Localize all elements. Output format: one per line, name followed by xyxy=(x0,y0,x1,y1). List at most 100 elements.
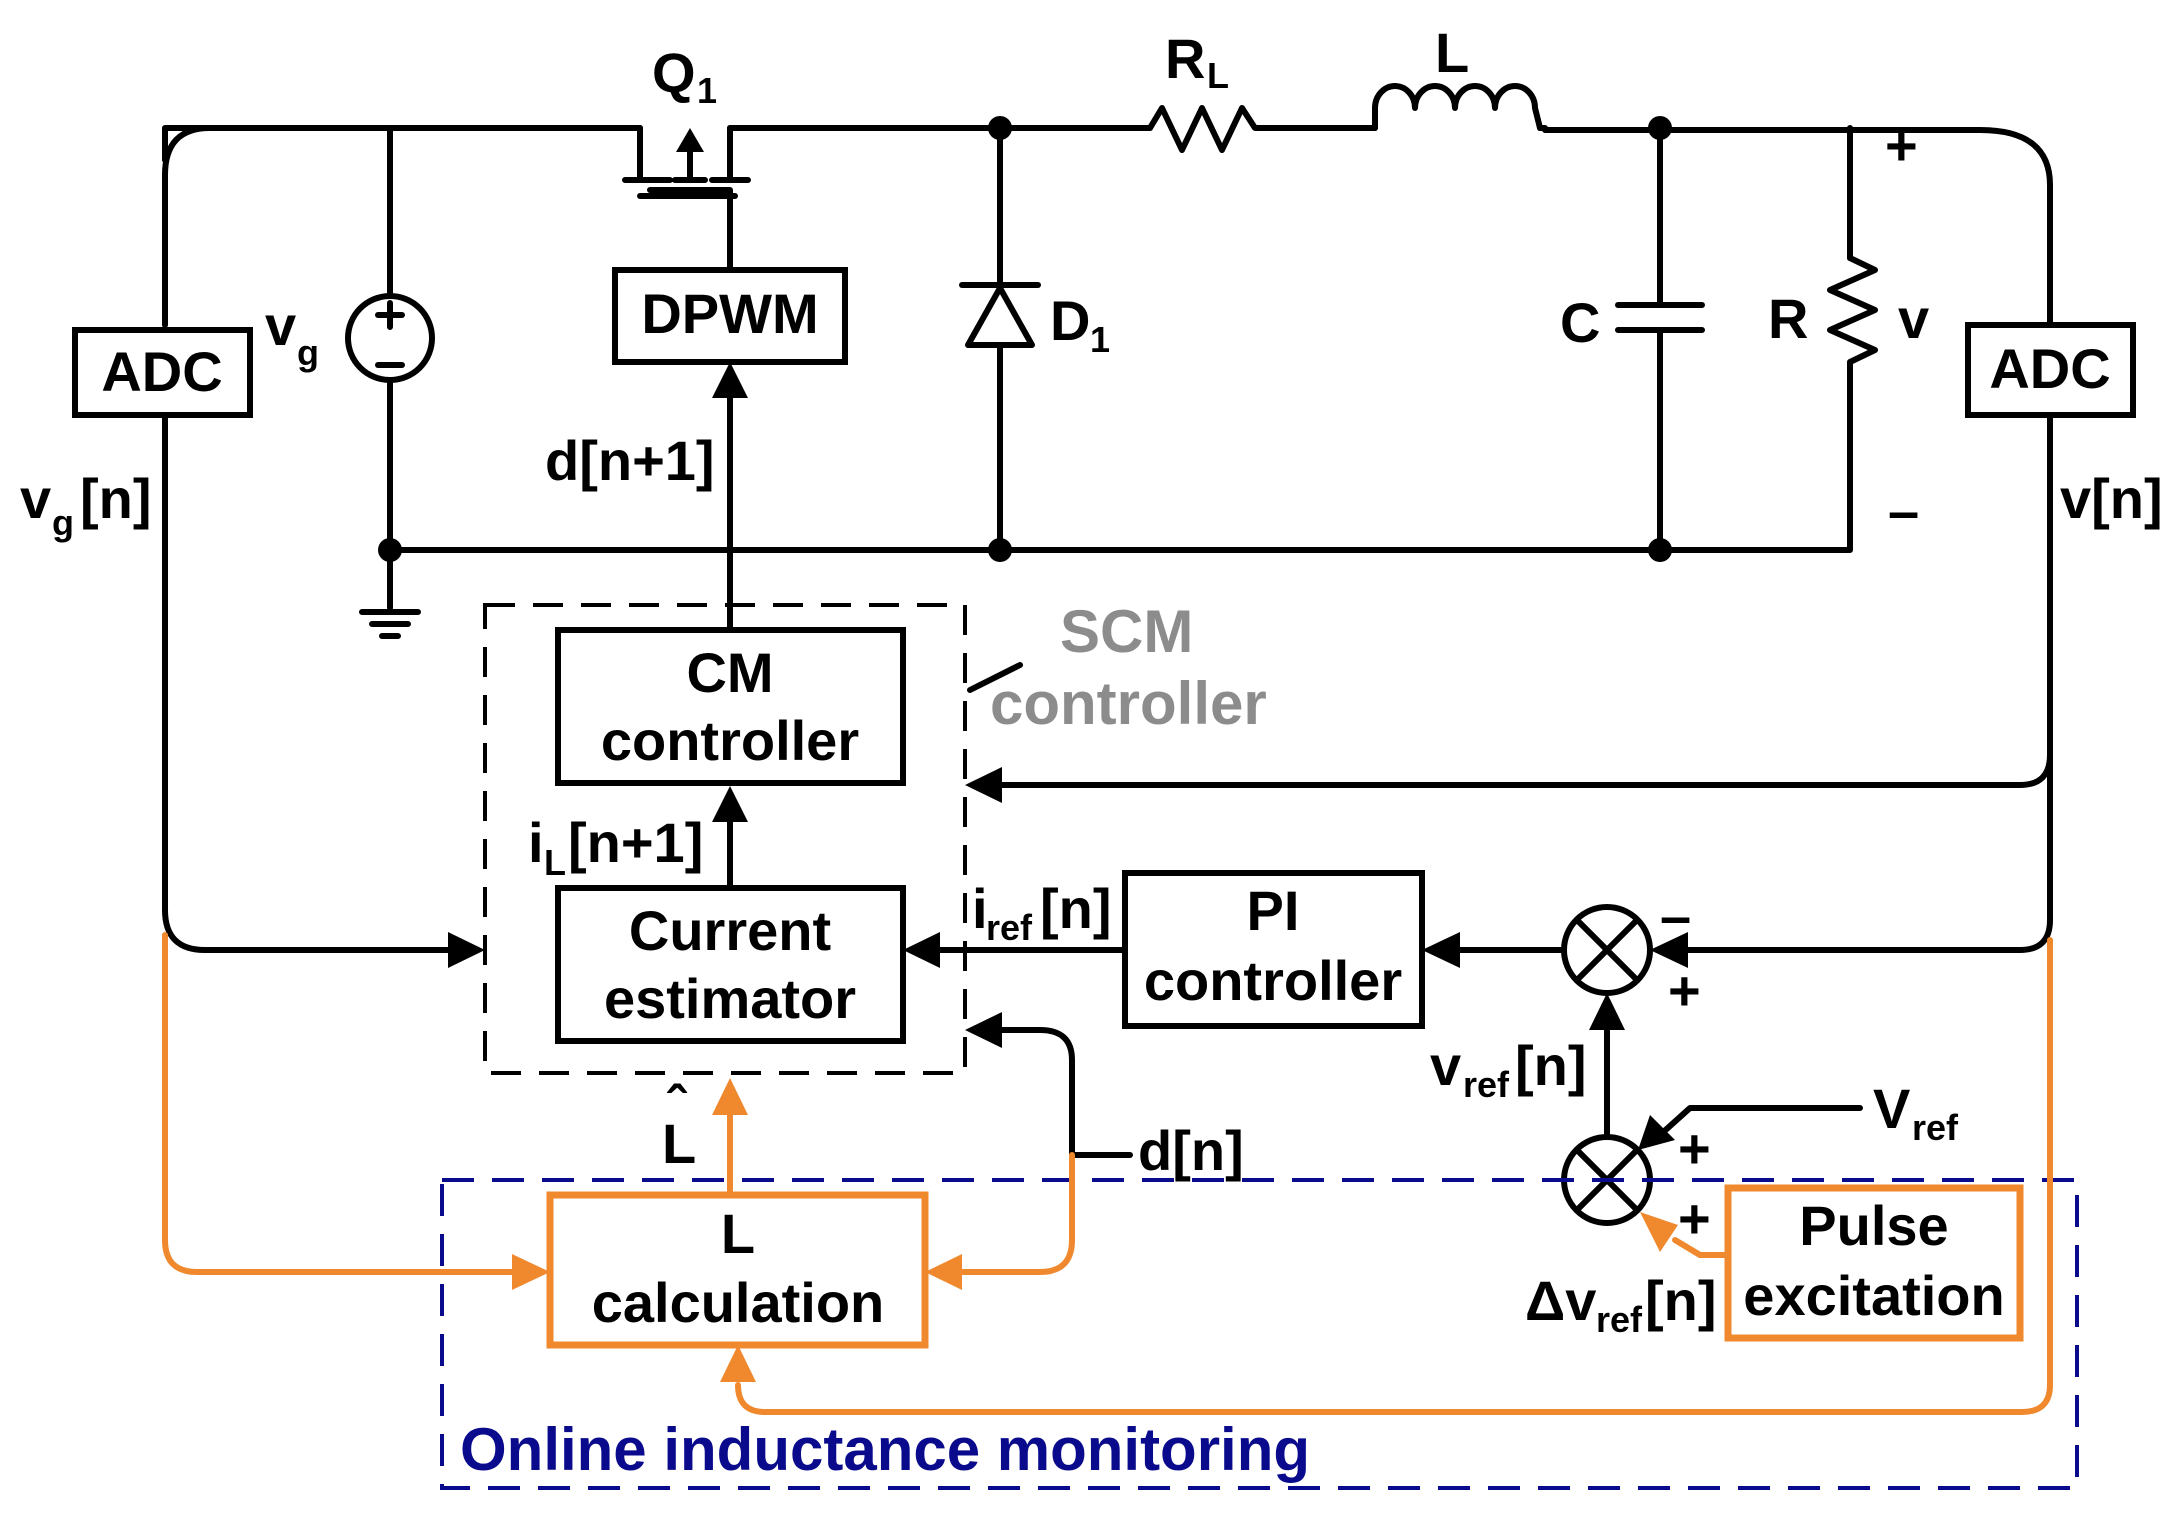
svg-text:ref: ref xyxy=(1596,1299,1643,1340)
wire-pulse-to-summer xyxy=(1672,1237,1731,1258)
svg-text:ref: ref xyxy=(986,907,1033,948)
vg-n-label: v g [n] xyxy=(20,467,152,543)
wire-vg-to-lcalc xyxy=(162,932,518,1275)
summer-bottom-plus-2: + xyxy=(1678,1187,1711,1250)
pulse-excitation-line1: Pulse xyxy=(1799,1194,1948,1257)
l-hat-accent: ˆ xyxy=(667,1074,688,1137)
arrow-pulse-to-summer xyxy=(1640,1212,1678,1252)
voltage-source-vg: v g xyxy=(265,293,435,383)
rl-subscript: L xyxy=(1207,55,1229,96)
pi-controller-line1: PI xyxy=(1247,879,1300,942)
svg-text:V: V xyxy=(1873,1077,1910,1140)
junction-source-bottom xyxy=(378,538,402,562)
arrow-vg-n xyxy=(448,932,485,968)
mosfet-q1: Q 1 xyxy=(622,41,751,199)
scm-controller-region xyxy=(483,603,967,1075)
wire-vref-const xyxy=(1657,1105,1863,1138)
wire-v-feedback-summer xyxy=(1667,752,2053,953)
resistor-rl: R L xyxy=(1147,27,1263,153)
arrow-d-n-to-lcalc xyxy=(925,1254,962,1290)
svg-text:i: i xyxy=(528,811,544,874)
iref-n-label: i ref [n] xyxy=(972,877,1112,948)
d-n-label: d[n] xyxy=(1138,1119,1244,1182)
svg-text:[n]: [n] xyxy=(80,467,152,530)
arrow-vref-const xyxy=(1638,1115,1675,1150)
svg-text:[n]: [n] xyxy=(1040,877,1112,940)
l-calculation-line1: L xyxy=(721,1202,755,1265)
arrow-iref xyxy=(903,932,940,968)
arrow-l-hat xyxy=(712,1078,748,1115)
diode-d1: D 1 xyxy=(959,282,1110,360)
adc-right-label: ADC xyxy=(1989,337,2110,400)
svg-text:g: g xyxy=(52,502,74,543)
dvref-n-label: Δv ref [n] xyxy=(1525,1269,1717,1340)
svg-text:v: v xyxy=(20,467,51,530)
l-calculation-block: L calculation xyxy=(546,1191,929,1349)
svg-text:[n+1]: [n+1] xyxy=(568,811,703,874)
arrow-summer-to-pi xyxy=(1422,932,1460,968)
wire-gate xyxy=(647,187,733,273)
online-monitoring-region xyxy=(440,1178,2079,1490)
current-estimator-line2: estimator xyxy=(604,967,856,1030)
wire-top-left xyxy=(162,125,643,178)
output-voltage-label: v xyxy=(1898,287,1929,350)
dpwm-block: DPWM xyxy=(612,267,848,365)
wire-d-n xyxy=(999,1027,1133,1158)
adc-right-block: ADC xyxy=(1965,322,2136,418)
source-subscript: g xyxy=(297,332,319,373)
scm-label-line2: controller xyxy=(990,670,1267,737)
d-n1-label: d[n+1] xyxy=(545,429,715,492)
l-hat-label: L xyxy=(662,1112,696,1175)
pulse-excitation-block: Pulse excitation xyxy=(1724,1184,2024,1342)
power-stage-wiring xyxy=(162,125,2053,953)
scm-pointer-line xyxy=(967,662,1023,693)
capacitor-label: C xyxy=(1560,291,1600,354)
online-monitoring-label: Online inductance monitoring xyxy=(460,1416,1310,1483)
svg-text:ref: ref xyxy=(1912,1107,1959,1148)
junction-diode-bottom xyxy=(988,538,1012,562)
q1-subscript: 1 xyxy=(697,70,717,111)
diode-label: D xyxy=(1050,289,1090,352)
wire-top-right xyxy=(1537,125,2053,188)
output-minus-label: – xyxy=(1888,479,1919,542)
inductor-l: L xyxy=(1372,21,1543,131)
capacitor-c: C xyxy=(1560,291,1705,354)
current-estimator-block: Current estimator xyxy=(555,885,906,1044)
scm-label-line1: SCM xyxy=(1060,598,1193,665)
rl-label: R xyxy=(1165,27,1205,90)
pi-controller-line2: controller xyxy=(1144,949,1402,1012)
pulse-excitation-line2: excitation xyxy=(1743,1264,2004,1327)
q1-label: Q xyxy=(652,41,696,104)
wire-v-n-to-lcalc xyxy=(735,937,2053,1415)
junction-cap-top xyxy=(1648,116,1672,140)
junction-cap-bottom xyxy=(1648,538,1672,562)
load-resistor-label: R xyxy=(1768,287,1808,350)
arrow-vref-n xyxy=(1589,993,1625,1030)
adc-left-label: ADC xyxy=(101,340,222,403)
adc-left-block: ADC xyxy=(72,327,253,418)
source-label: v xyxy=(265,294,296,357)
junction-dots xyxy=(378,116,1672,562)
vref-const-label: V ref xyxy=(1873,1077,1959,1148)
arrow-vg-to-lcalc xyxy=(512,1254,550,1290)
summer-top-minus: – xyxy=(1660,884,1691,947)
arrow-v-n xyxy=(965,767,1002,803)
dpwm-label: DPWM xyxy=(641,282,818,345)
svg-text:ref: ref xyxy=(1463,1064,1510,1105)
svg-text:[n]: [n] xyxy=(1645,1269,1717,1332)
output-plus-label: + xyxy=(1885,114,1918,177)
v-n-label: v[n] xyxy=(2060,467,2163,530)
load-resistor: R v + – xyxy=(1768,114,1929,542)
svg-text:[n]: [n] xyxy=(1515,1034,1587,1097)
svg-text:v: v xyxy=(1430,1034,1461,1097)
junction-diode-top xyxy=(988,116,1012,140)
pi-controller-block: PI controller xyxy=(1122,870,1425,1029)
current-estimator-line1: Current xyxy=(629,899,831,962)
cm-controller-line1: CM xyxy=(686,641,773,704)
svg-text:Δv: Δv xyxy=(1525,1269,1596,1332)
cm-controller-line2: controller xyxy=(601,709,859,772)
summer-bottom-plus-1: + xyxy=(1678,1117,1711,1180)
vref-n-label: v ref [n] xyxy=(1430,1034,1587,1105)
arrow-d-n1 xyxy=(712,362,748,398)
arrow-il-n1 xyxy=(712,786,748,822)
